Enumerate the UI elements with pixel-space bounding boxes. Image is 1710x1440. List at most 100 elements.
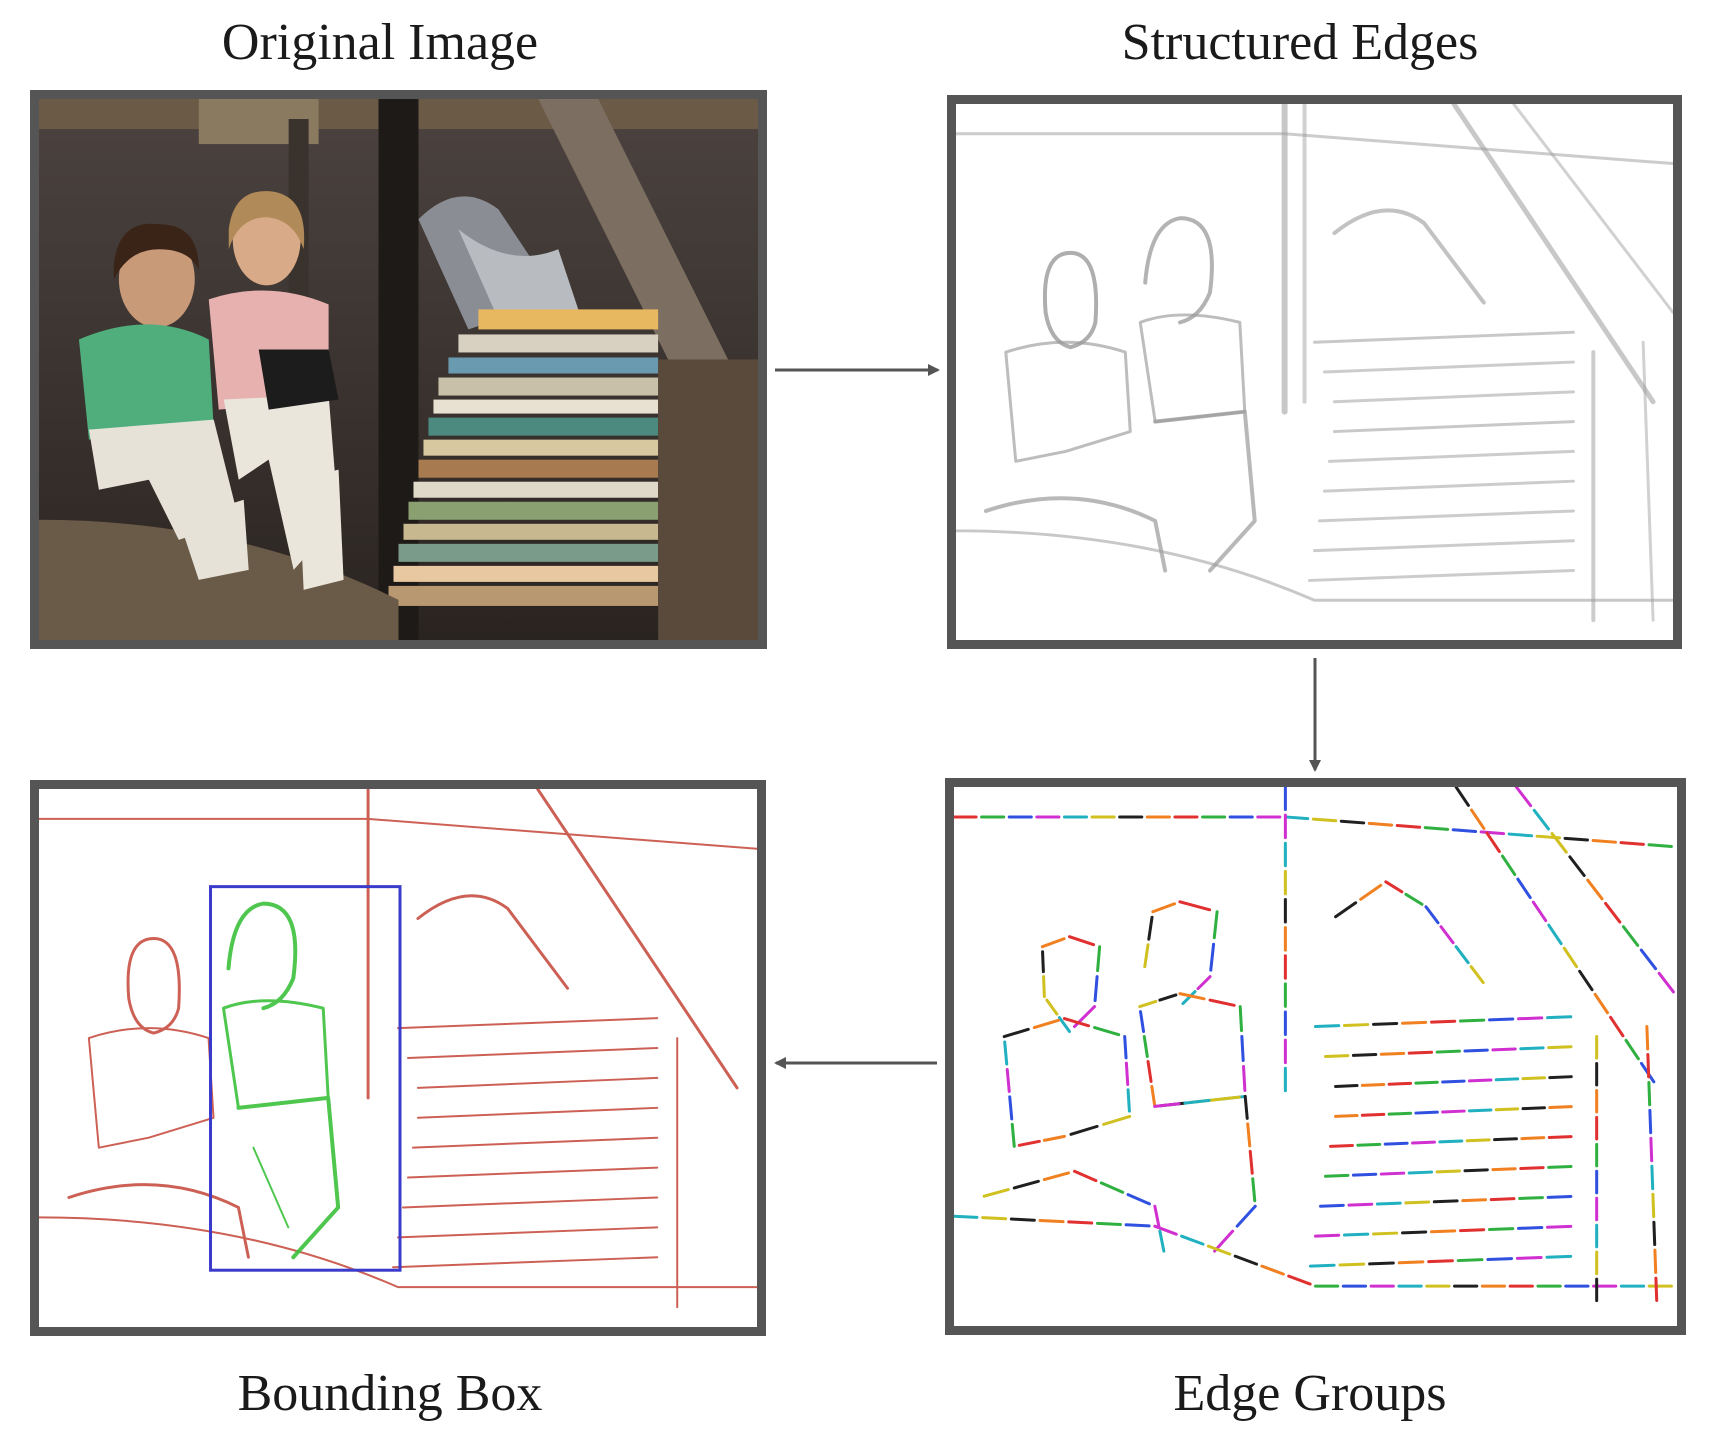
edge-group-segment bbox=[1562, 946, 1579, 969]
edge-group-segment bbox=[1142, 1035, 1149, 1058]
edge-group-segment bbox=[1235, 1204, 1257, 1228]
edge-group-segment bbox=[1459, 1228, 1486, 1233]
edge-group-segment bbox=[1547, 1045, 1573, 1050]
edge-group-segment bbox=[1009, 1217, 1036, 1222]
edge-group-segment bbox=[1586, 878, 1604, 901]
edge-group-segment bbox=[1040, 937, 1066, 949]
caption-structured-edges: Structured Edges bbox=[1121, 14, 1479, 71]
edge-group-segment bbox=[1532, 808, 1550, 831]
edge-group-segment bbox=[1347, 1202, 1374, 1207]
edge-group-segment bbox=[1158, 993, 1178, 1002]
edge-group-segment bbox=[1397, 1260, 1425, 1265]
edge-group-segment bbox=[1604, 901, 1622, 924]
edge-group-segment bbox=[1407, 1050, 1434, 1055]
edge-group-segment bbox=[1153, 1204, 1161, 1228]
edge-group-segment bbox=[1041, 950, 1045, 974]
edge-group-segment bbox=[1516, 877, 1532, 900]
book-stack bbox=[388, 309, 758, 640]
edge-group-segment bbox=[1470, 808, 1486, 830]
edge-group-segment bbox=[1465, 1138, 1491, 1143]
edge-group-segment bbox=[1313, 1024, 1341, 1029]
edge-group-segment bbox=[1246, 1122, 1252, 1148]
detected-object-edges bbox=[221, 901, 341, 1260]
edge-group-segment bbox=[1003, 1040, 1009, 1066]
edge-group-segment bbox=[1005, 1067, 1011, 1093]
edge-group-segment bbox=[1151, 902, 1177, 914]
edge-group-segment bbox=[1646, 1053, 1651, 1079]
edge-group-segment bbox=[1454, 787, 1470, 807]
edge-group-segment bbox=[1519, 1046, 1545, 1051]
edge-group-segment bbox=[1517, 1226, 1544, 1230]
edge-group-segment bbox=[1463, 1168, 1489, 1173]
edge-group-segment bbox=[1491, 1167, 1517, 1172]
edge-groups-panel bbox=[945, 778, 1686, 1335]
edge-group-segment bbox=[1654, 1276, 1659, 1302]
edge-group-segment bbox=[1178, 900, 1212, 912]
edge-group-segment bbox=[1383, 1141, 1409, 1146]
edge-group-segment bbox=[1489, 1197, 1516, 1202]
edge-group-segment bbox=[1547, 1135, 1573, 1139]
edge-group-segment bbox=[1395, 824, 1422, 829]
person-left bbox=[78, 223, 249, 580]
edge-group-segment bbox=[1430, 1229, 1457, 1234]
edge-group-segment bbox=[1372, 1231, 1399, 1236]
edge-group-segment bbox=[1042, 1134, 1066, 1142]
edge-group-segment bbox=[1324, 1173, 1350, 1178]
edge-group-segment bbox=[1012, 1179, 1040, 1190]
edge-group-segment bbox=[1545, 1254, 1573, 1259]
edge-group-segment bbox=[1514, 787, 1533, 808]
edge-group-segment bbox=[1126, 1088, 1131, 1113]
edge-group-segment bbox=[1647, 1080, 1652, 1107]
edge-group-segment bbox=[1493, 1137, 1518, 1142]
edge-group-segment bbox=[1351, 1172, 1378, 1177]
edge-group-segment bbox=[1360, 1082, 1386, 1087]
edge-group-segment bbox=[1488, 1017, 1515, 1022]
edge-group-segment bbox=[1099, 1181, 1125, 1194]
edge-group-segment bbox=[1147, 915, 1154, 941]
edge-group-segment bbox=[1454, 945, 1470, 965]
edge-group-segment bbox=[1387, 1081, 1413, 1086]
edge-group-segment bbox=[1067, 1220, 1094, 1225]
edge-group-segment bbox=[1096, 945, 1102, 973]
edge-group-segment bbox=[1430, 1019, 1457, 1024]
edge-group-segment bbox=[1251, 1177, 1257, 1203]
edge-group-segment bbox=[1146, 1059, 1153, 1083]
edge-group-segment bbox=[1645, 1025, 1650, 1051]
edge-group-segment bbox=[1469, 965, 1485, 985]
edge-group-segment bbox=[1343, 1023, 1370, 1027]
edge-group-segment bbox=[1578, 969, 1594, 992]
edge-group-segment bbox=[1648, 1108, 1653, 1135]
edge-group-segment bbox=[1652, 1220, 1657, 1247]
person-right bbox=[208, 191, 344, 590]
edge-group-segment bbox=[1339, 819, 1366, 825]
edge-group-segment bbox=[1384, 880, 1404, 894]
edge-group-segment bbox=[1372, 1021, 1399, 1026]
bounding-box-panel bbox=[30, 780, 766, 1336]
edge-group-segment bbox=[1521, 1106, 1546, 1111]
edge-group-segment bbox=[1139, 1010, 1146, 1034]
edge-group-segment bbox=[1547, 1165, 1573, 1169]
edge-group-segment bbox=[1546, 1194, 1573, 1199]
edge-group-segment bbox=[1653, 1248, 1658, 1274]
edge-group-segment bbox=[1095, 1221, 1122, 1226]
edge-group-segment bbox=[1002, 1027, 1030, 1039]
edge-group-segment bbox=[1032, 1018, 1060, 1030]
edge-group-segment bbox=[1045, 998, 1059, 1016]
edge-group-segment bbox=[1548, 1075, 1573, 1080]
edge-group-segment bbox=[1311, 817, 1338, 823]
edge-group-segment bbox=[1531, 900, 1548, 923]
caption-original-image: Original Image bbox=[221, 14, 539, 71]
edge-group-segment bbox=[1008, 1095, 1014, 1121]
edge-group-segment bbox=[1069, 1124, 1099, 1136]
edge-groups-map bbox=[954, 787, 1675, 1303]
edge-group-segment bbox=[1181, 990, 1197, 1006]
edge-group-segment bbox=[1360, 1112, 1386, 1117]
edge-group-segment bbox=[1072, 1169, 1098, 1183]
edge-group-segment bbox=[1367, 821, 1394, 827]
edge-group-segment bbox=[1546, 1015, 1573, 1020]
edge-group-segment bbox=[1180, 1234, 1205, 1246]
edge-group-segment bbox=[1414, 1080, 1439, 1085]
edge-group-segment bbox=[1456, 1258, 1484, 1263]
edge-group-segment bbox=[1548, 1105, 1573, 1110]
edge-group-segment bbox=[1494, 1077, 1520, 1082]
